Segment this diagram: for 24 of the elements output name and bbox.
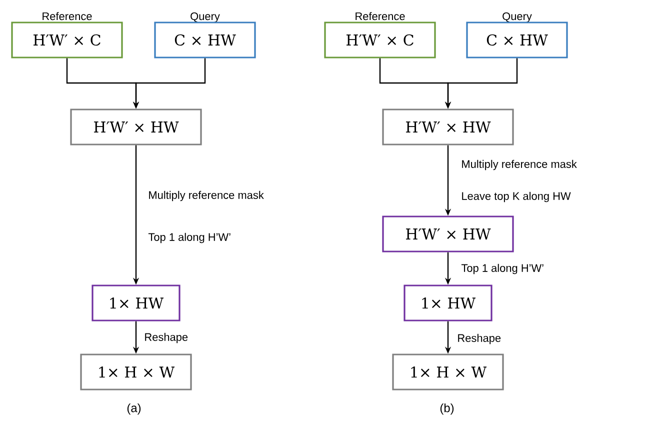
panel-label: (b) xyxy=(440,403,454,415)
matrix-box: C × HW xyxy=(154,22,256,58)
heading-text: Reference xyxy=(42,12,92,20)
edge-label: Multiply reference mask xyxy=(460,158,578,172)
matrix-box: 1× HW xyxy=(404,284,492,322)
heading-text: Query xyxy=(502,12,532,22)
edge-label: Multiply reference mask xyxy=(147,190,265,202)
matrix-box: 1× H × W xyxy=(80,354,192,390)
matrix-box: 1× HW xyxy=(92,284,180,322)
matrix-box: H′W′ × HW xyxy=(70,108,202,146)
step-note: Top 1 along H’W’ xyxy=(148,232,230,244)
step-note: Leave top K along HW xyxy=(462,192,571,202)
matrix-box: H′W′ × C xyxy=(11,22,123,58)
panel-label: (a) xyxy=(127,403,141,415)
heading-text: Query xyxy=(190,12,220,22)
matrix-box: H′W′ × HW xyxy=(382,216,514,252)
matrix-box: 1× H × W xyxy=(392,354,504,390)
matrix-box: C × HW xyxy=(466,22,568,58)
heading-text: Reference xyxy=(356,12,405,20)
edge-label: Top 1 along H’W’ xyxy=(460,262,546,276)
matrix-box: H′W′ × HW xyxy=(382,108,514,146)
edge-label: Reshape xyxy=(143,332,190,344)
matrix-box: H′W′ × C xyxy=(324,22,436,58)
edge-label: Reshape xyxy=(456,332,502,346)
